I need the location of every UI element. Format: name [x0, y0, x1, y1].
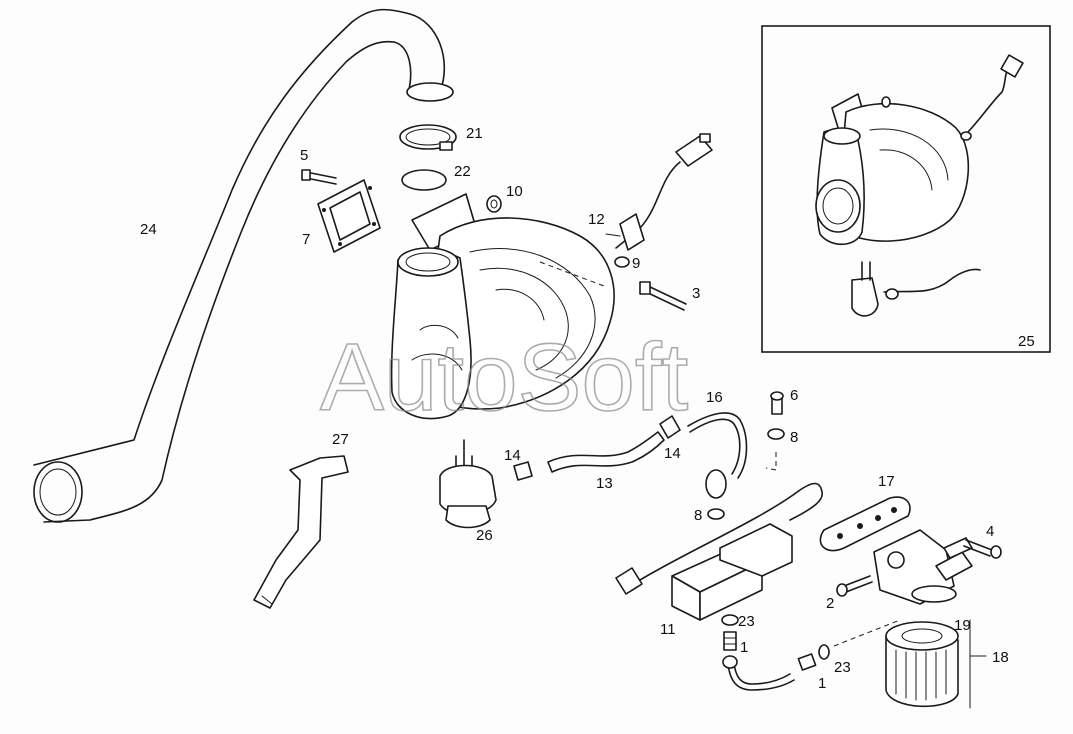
- turbocharger: [390, 193, 615, 420]
- sealing-washer-8b: [767, 428, 785, 440]
- callout-6: 6: [790, 387, 798, 404]
- callout-1: 1: [740, 639, 748, 656]
- bolt-3: [639, 281, 687, 311]
- oil-feed-line: [687, 412, 748, 499]
- oil-pressure-line: [722, 655, 795, 691]
- union-fitting-1b: [797, 653, 817, 671]
- callout-26: 26: [476, 527, 493, 544]
- callout-2: 2: [826, 595, 834, 612]
- bolt-2: [836, 575, 873, 597]
- callout-8: 8: [694, 507, 702, 524]
- callout-14: 14: [664, 445, 681, 462]
- callout-3: 3: [692, 285, 700, 302]
- callout-7: 7: [302, 231, 310, 248]
- callout-5: 5: [300, 147, 308, 164]
- banjo-bolt-6: [770, 391, 784, 415]
- callout-14: 14: [504, 447, 521, 464]
- speed-sensor: [605, 133, 713, 251]
- callout-10: 10: [506, 183, 523, 200]
- o-ring-seal: [401, 169, 447, 191]
- callout-4: 4: [986, 523, 994, 540]
- stud-bolt: [301, 169, 337, 185]
- wastegate-actuator: [439, 439, 497, 529]
- oil-filter-head: [873, 529, 973, 605]
- support-bracket: [253, 455, 349, 609]
- callout-23: 23: [738, 613, 755, 630]
- small-clamp-a: [513, 461, 533, 481]
- sealing-washer-8a: [707, 508, 725, 520]
- callout-13: 13: [596, 475, 613, 492]
- callout-17: 17: [878, 473, 895, 490]
- sealing-washer-23a: [721, 614, 739, 626]
- sealing-washer-9: [614, 256, 630, 268]
- small-clamp-b: [659, 415, 681, 439]
- callout-18: 18: [992, 649, 1009, 666]
- oil-filter-cartridge: [885, 621, 959, 708]
- callout-12: 12: [588, 211, 605, 228]
- callout-19: 19: [954, 617, 971, 634]
- union-fitting-1a: [723, 631, 737, 651]
- oil-return-hose: [547, 431, 665, 473]
- callout-25: 25: [1018, 333, 1035, 350]
- watermark: AutoSoft: [320, 324, 688, 431]
- sealing-washer-23b: [818, 644, 830, 660]
- filter-head-gasket: [819, 496, 911, 552]
- hose-clamp: [399, 124, 457, 151]
- callout-27: 27: [332, 431, 349, 448]
- charge-air-pipe: [33, 8, 454, 523]
- callout-1: 1: [818, 675, 826, 692]
- bolt-4: [963, 539, 1002, 559]
- callout-11: 11: [660, 621, 676, 638]
- callout-24: 24: [140, 221, 157, 238]
- callout-16: 16: [706, 389, 723, 406]
- callout-9: 9: [632, 255, 640, 272]
- control-module: [615, 482, 823, 621]
- callout-23: 23: [834, 659, 851, 676]
- callout-22: 22: [454, 163, 471, 180]
- flange-gasket: [317, 179, 381, 253]
- alternative-turbo-inset: [761, 25, 1051, 353]
- callout-8: 8: [790, 429, 798, 446]
- hex-nut: [486, 195, 502, 213]
- callout-21: 21: [466, 125, 483, 142]
